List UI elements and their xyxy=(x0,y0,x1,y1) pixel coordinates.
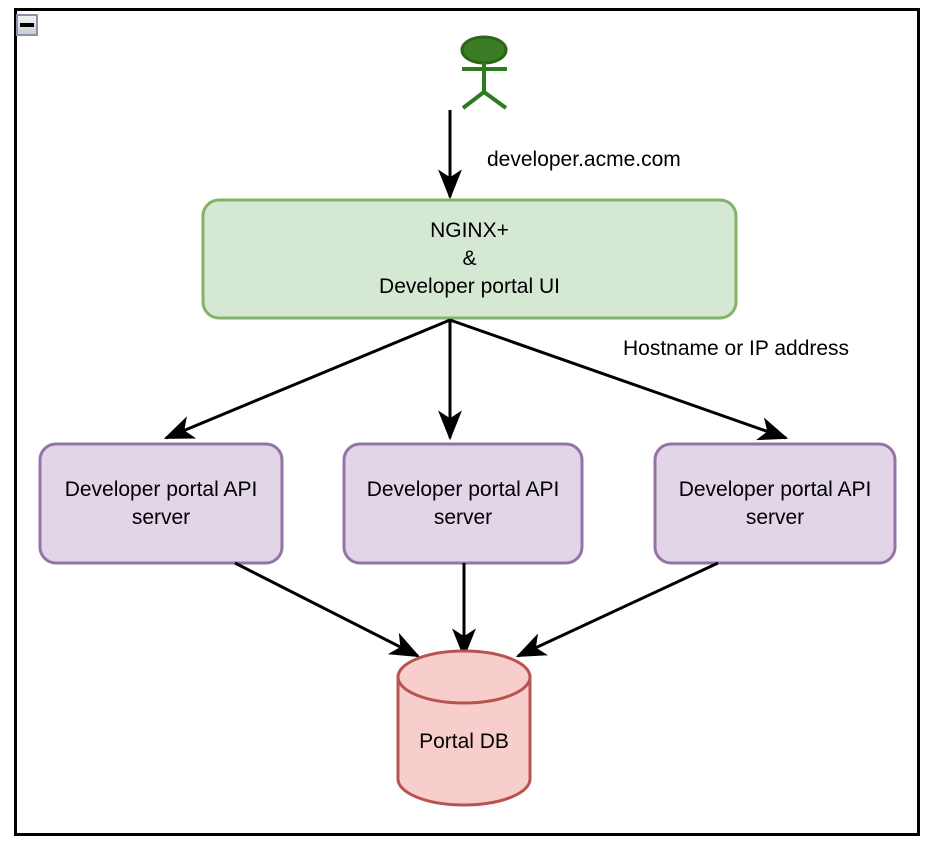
edge-label-developer-acme-com: developer.acme.com xyxy=(487,148,681,171)
minus-icon xyxy=(20,23,34,27)
developer-portal-api-server-box-1[interactable] xyxy=(38,442,284,565)
edge-api-3-to-db xyxy=(515,561,719,658)
developer-portal-api-server-box-3[interactable] xyxy=(653,442,897,565)
portal-db-cylinder[interactable] xyxy=(396,649,532,807)
edge-label-hostname-or-ip-address: Hostname or IP address xyxy=(623,337,850,360)
developer-portal-api-server-box-2[interactable] xyxy=(342,442,584,565)
developer-actor-icon xyxy=(460,35,508,110)
edge-api-1-to-db xyxy=(234,561,421,658)
collapse-diagram-button[interactable] xyxy=(16,14,38,36)
edge-nginx-to-api-3 xyxy=(449,318,789,441)
nginx-developer-portal-ui-box[interactable] xyxy=(201,198,738,320)
edge-nginx-to-api-1 xyxy=(163,318,451,440)
